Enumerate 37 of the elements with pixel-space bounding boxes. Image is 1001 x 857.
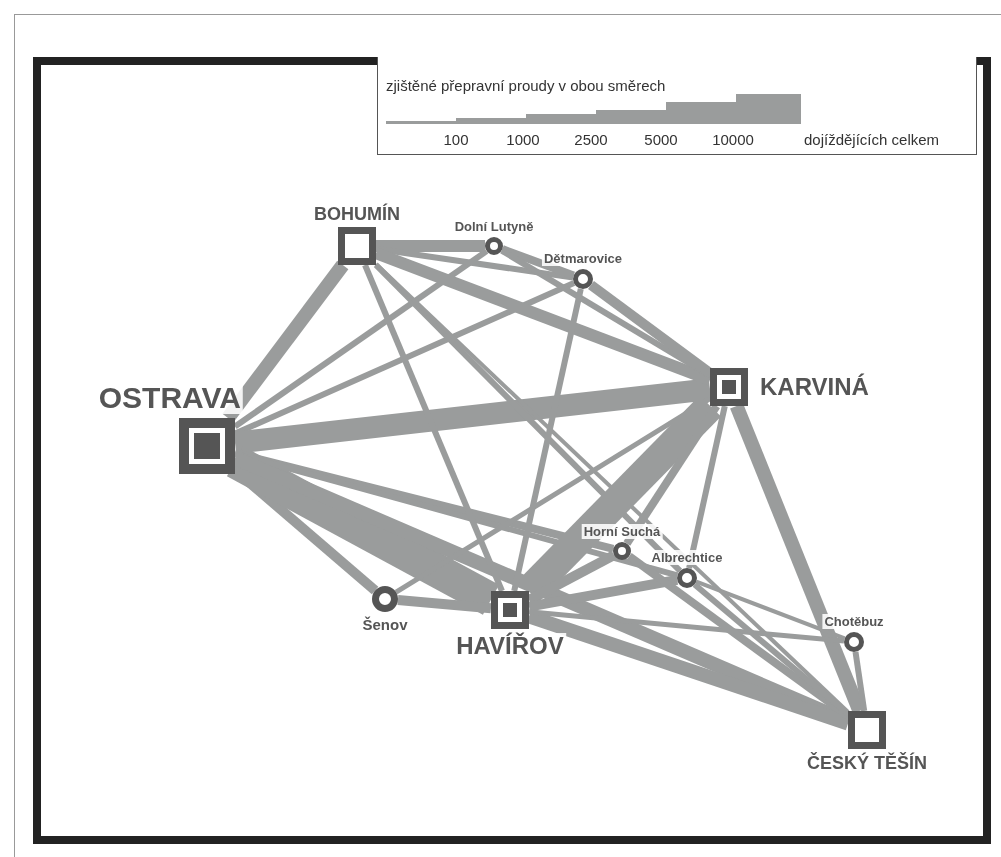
town-marker: [485, 237, 503, 255]
scale-value: 10000: [712, 131, 754, 148]
legend-title: zjištěné přepravní proudy v obou směrech: [386, 77, 666, 94]
flow-line: [374, 262, 850, 714]
flow-line: [397, 595, 492, 614]
scale-value: 100: [443, 131, 469, 148]
flow-line: [233, 248, 489, 429]
place-name: Albrechtice: [649, 550, 725, 565]
city-marker: [338, 227, 376, 265]
place-name: Horní Suchá: [581, 524, 663, 539]
flow-line: [623, 403, 720, 546]
place-name: Šenov: [360, 616, 410, 633]
place-name: Dolní Lutyně: [452, 219, 536, 234]
place-name: Dětmarovice: [542, 251, 624, 266]
scale-unit: dojíždějících celkem: [804, 131, 940, 148]
city-marker: [179, 418, 235, 474]
place-name: Chotěbuz: [822, 614, 886, 629]
flow-line: [695, 579, 846, 641]
flow-line: [373, 262, 683, 573]
city-marker: [848, 711, 886, 749]
city-marker: [710, 368, 748, 406]
scale-value: 1000: [506, 131, 540, 148]
flow-line: [222, 260, 349, 423]
scale-value: 5000: [644, 131, 678, 148]
flow-line: [376, 240, 485, 252]
flow-line: [852, 651, 868, 712]
flow-line: [686, 405, 728, 569]
town-marker: [372, 586, 398, 612]
flow-line: [362, 263, 505, 593]
town-marker: [613, 542, 631, 560]
scale-value: 2500: [574, 131, 608, 148]
flow-line: [528, 609, 845, 644]
city-marker: [491, 591, 529, 629]
town-marker: [844, 632, 864, 652]
flow-line: [511, 288, 584, 592]
town-marker: [573, 269, 593, 289]
flow-line: [528, 574, 679, 612]
